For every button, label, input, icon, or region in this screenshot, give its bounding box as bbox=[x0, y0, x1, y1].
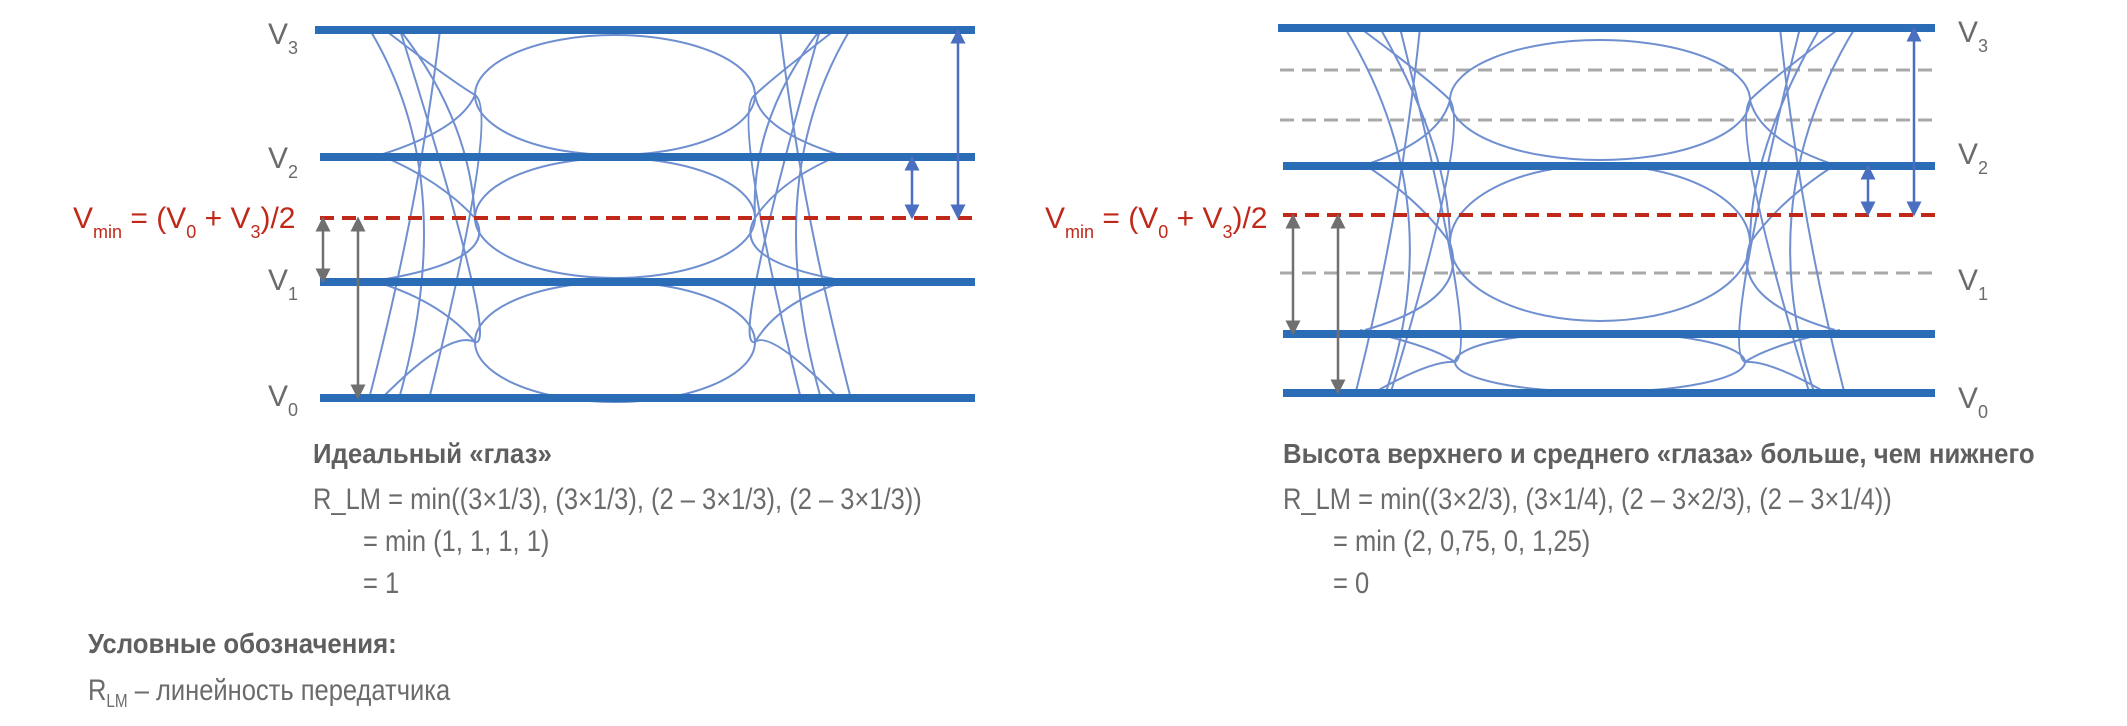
left-label-v2: V2 bbox=[268, 142, 298, 182]
right-formula-line2: = min (2, 0,75, 0, 1,25) bbox=[1333, 525, 1591, 558]
left-label-v1: V1 bbox=[268, 264, 298, 304]
right-label-v2: V2 bbox=[1958, 138, 1988, 178]
right-formula-line1: R_LM = min((3×2/3), (3×1/4), (2 – 3×2/3)… bbox=[1283, 483, 1892, 516]
right-eye-curves bbox=[1344, 27, 1856, 396]
legend-rlm-description: – линейность передатчика bbox=[127, 674, 451, 707]
right-formula-line3: = 0 bbox=[1333, 567, 1370, 600]
left-eye-curves bbox=[369, 29, 851, 403]
left-formula-line3: = 1 bbox=[363, 567, 400, 600]
left-label-v0: V0 bbox=[268, 380, 298, 420]
legend-rlm-definition: RLM – линейность передатчика bbox=[88, 674, 451, 711]
right-vmin-label: Vmin = (V0 + V3)/2 bbox=[1045, 202, 1267, 242]
left-label-v3: V3 bbox=[268, 18, 298, 58]
legend-rlm-symbol: R bbox=[88, 674, 107, 707]
left-panel-title: Идеальный «глаз» bbox=[313, 438, 552, 469]
right-panel-title: Высота верхнего и среднего «глаза» больш… bbox=[1283, 438, 2035, 469]
left-eye-diagram: V3 V2 V1 V0 Vmin = (V0 + V3)/2 bbox=[73, 18, 975, 420]
right-eye-diagram: V3 V2 V1 V0 Vmin = (V0 + V3)/2 bbox=[1045, 16, 1988, 422]
legend-heading: Условные обозначения: bbox=[88, 628, 397, 659]
right-label-v3: V3 bbox=[1958, 16, 1988, 56]
left-formula-line2: = min (1, 1, 1, 1) bbox=[363, 525, 550, 558]
left-formula-line1: R_LM = min((3×1/3), (3×1/3), (2 – 3×1/3)… bbox=[313, 483, 922, 516]
legend-rlm-subscript: LM bbox=[106, 691, 128, 711]
right-label-v0: V0 bbox=[1958, 382, 1988, 422]
left-vmin-label: Vmin = (V0 + V3)/2 bbox=[73, 202, 295, 242]
right-label-v1: V1 bbox=[1958, 264, 1988, 304]
